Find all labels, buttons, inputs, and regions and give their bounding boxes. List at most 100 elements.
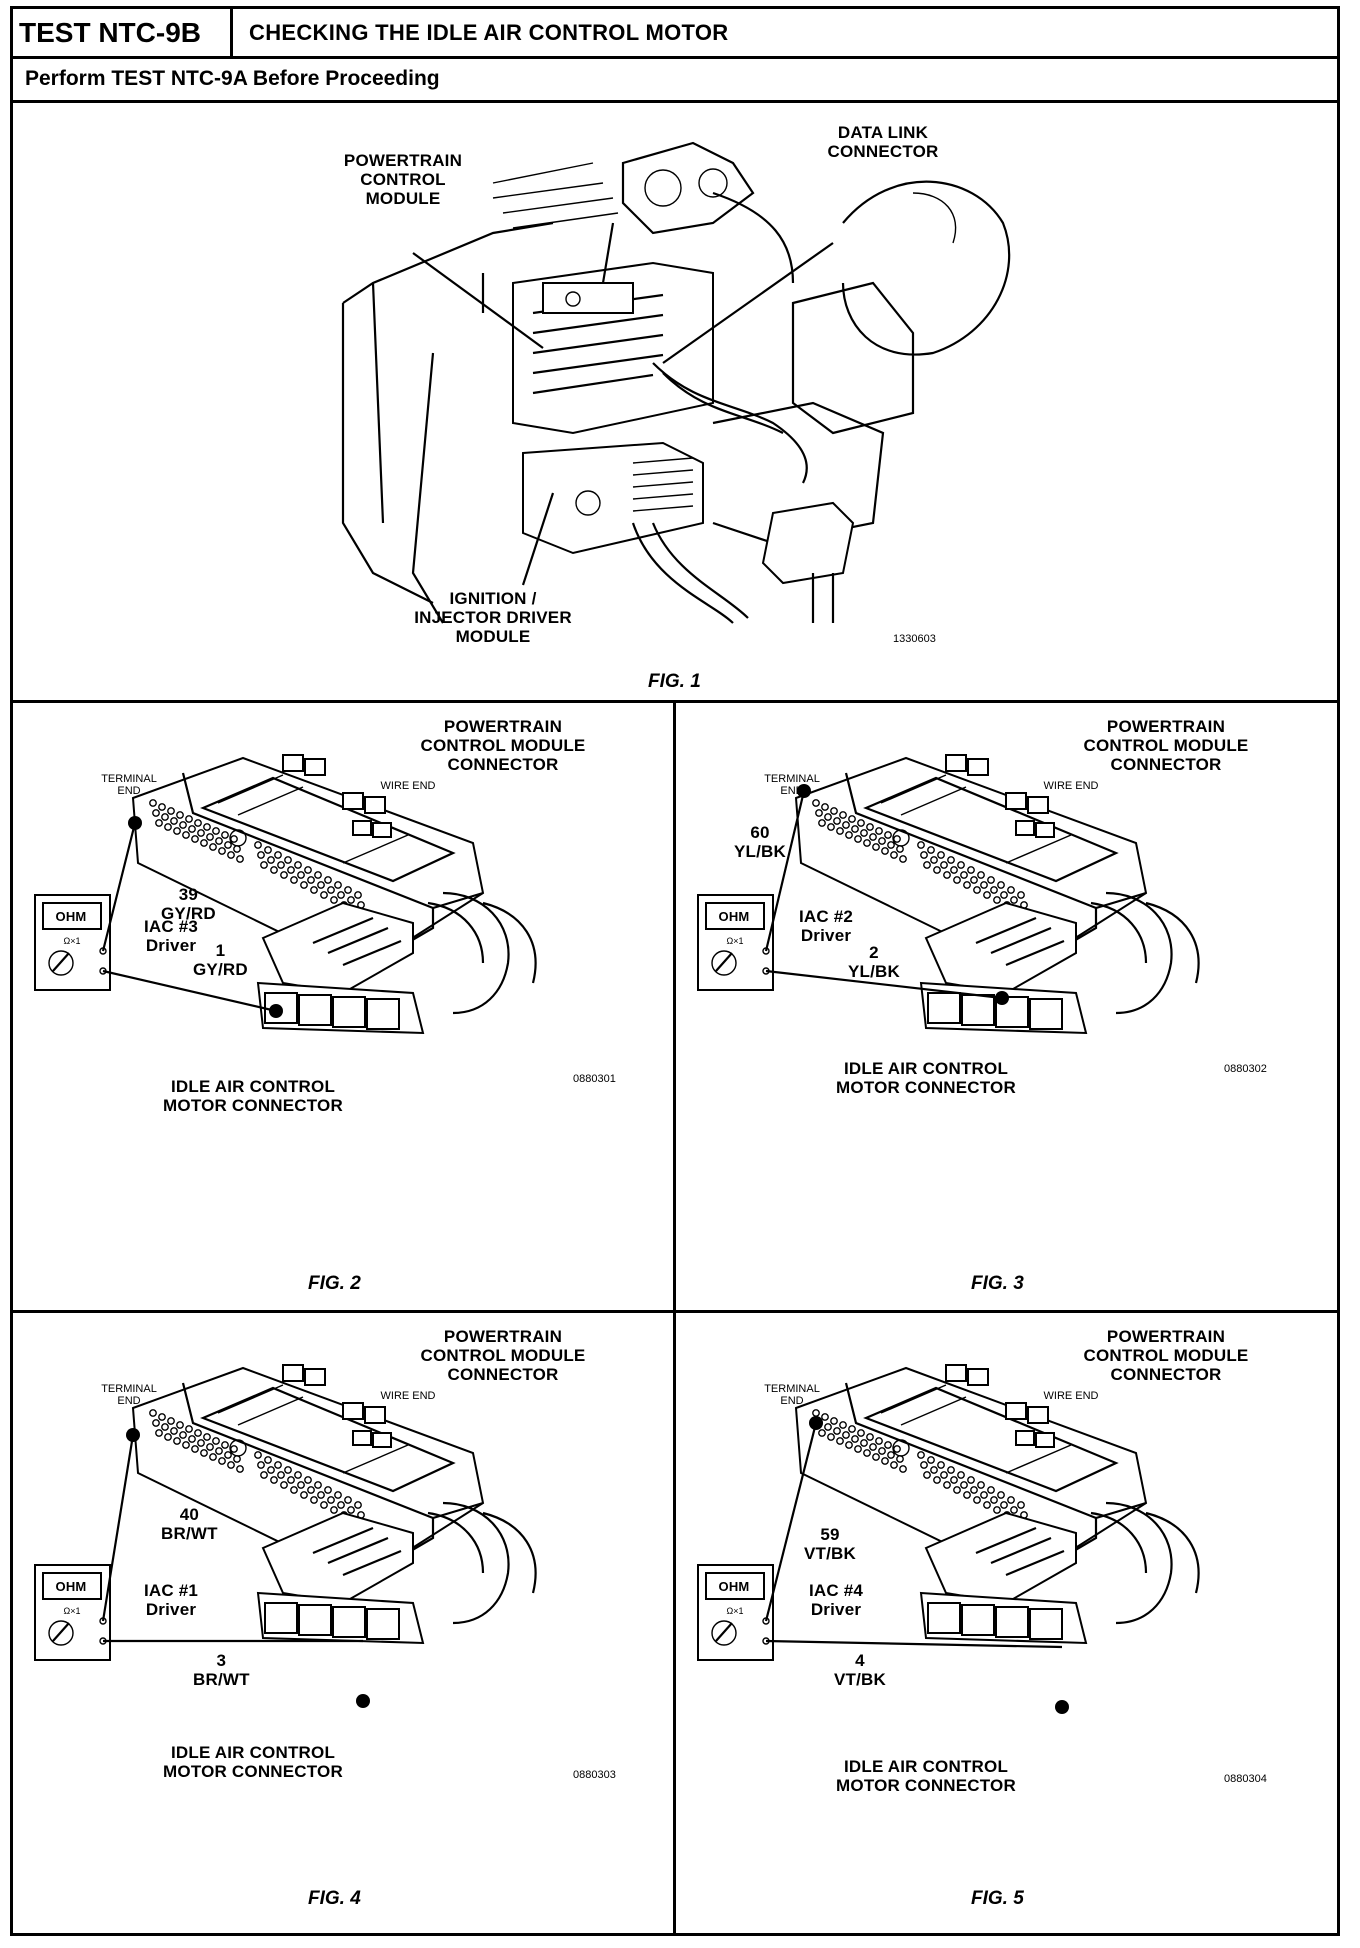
terminal-end-label: TERMINAL END <box>764 1383 820 1407</box>
pcm-pin <box>304 866 312 874</box>
pcm-pin <box>290 1486 298 1494</box>
pcm-pin <box>1007 886 1015 894</box>
pcm-pin <box>206 1443 214 1451</box>
pcm-pin-label: 40 BR/WT <box>161 1505 218 1543</box>
iac-pin-number: 2 <box>869 943 879 962</box>
pcm-pin <box>236 855 244 863</box>
pcm-pin <box>836 1437 844 1445</box>
pcm-connector-label: POWERTRAIN CONTROL MODULE CONNECTOR <box>1083 1327 1249 1384</box>
pcm-pin <box>987 876 995 884</box>
pcm-pin <box>1000 891 1008 899</box>
pcm-pin <box>1010 1506 1018 1514</box>
pcm-pin <box>218 847 226 855</box>
pcm-pin <box>264 1456 272 1464</box>
pcm-pin <box>274 851 282 859</box>
pcm-pin <box>878 1447 886 1455</box>
pcm-pin <box>824 1423 832 1431</box>
pcm-pin <box>320 891 328 899</box>
pcm-pin <box>973 886 981 894</box>
pcm-pin <box>167 807 175 815</box>
pcm-pin <box>1017 1501 1025 1509</box>
pcm-pin <box>866 1433 874 1441</box>
pcm-pin <box>890 851 898 859</box>
pcm-connector-label: POWERTRAIN CONTROL MODULE CONNECTOR <box>420 717 586 774</box>
iac-pin-label: 4 VT/BK <box>834 1651 886 1689</box>
pcm-pin-label: 59 VT/BK <box>804 1525 856 1563</box>
pcm-pin <box>990 1496 998 1504</box>
meter-range-label: Ω×1 <box>726 1606 744 1616</box>
pcm-pin <box>314 871 322 879</box>
pcm-pin <box>170 817 178 825</box>
pcm-pin <box>845 1441 853 1449</box>
pcm-pin-wire: GY/RD <box>161 904 216 923</box>
pcm-pin <box>287 1476 295 1484</box>
pcm-pin <box>1000 1501 1008 1509</box>
engine-bay-illustration <box>341 141 1011 624</box>
figure-code: 0880303 <box>573 1769 616 1781</box>
pcm-connector-label: POWERTRAIN CONTROL MODULE CONNECTOR <box>420 1327 586 1384</box>
pcm-pin <box>857 819 865 827</box>
pcm-pin <box>977 1481 985 1489</box>
pcm-pin <box>164 823 172 831</box>
pcm-pin <box>920 1461 928 1469</box>
probed-iac-pin <box>995 991 1009 1005</box>
pcm-pin <box>267 856 275 864</box>
figure-caption: FIG. 3 <box>971 1273 1024 1294</box>
pcm-pin <box>869 1443 877 1451</box>
meter-lead-to-pcm <box>101 822 137 952</box>
pcm-pin <box>863 839 871 847</box>
pcm-pin <box>953 1486 961 1494</box>
pcm-pin <box>875 1437 883 1445</box>
connector-diagram <box>34 754 537 1035</box>
pcm-pin <box>821 1413 829 1421</box>
pcm-pin <box>264 846 272 854</box>
pcm-pin <box>324 876 332 884</box>
pcm-pin <box>860 1439 868 1447</box>
pcm-pin <box>164 1433 172 1441</box>
pcm-pin-wire: BR/WT <box>161 1524 218 1543</box>
pcm-pin <box>842 821 850 829</box>
meter-range-label: Ω×1 <box>63 936 81 946</box>
pcm-pin <box>176 1421 184 1429</box>
pcm-pin <box>224 841 232 849</box>
iac-pin-label: 1 GY/RD <box>193 941 248 979</box>
pcm-pin <box>815 809 823 817</box>
pcm-pin <box>206 833 214 841</box>
pcm-pin <box>983 891 991 899</box>
pcm-pin <box>197 1439 205 1447</box>
pcm-pin <box>330 896 338 904</box>
pcm-connector-label: POWERTRAIN CONTROL MODULE CONNECTOR <box>1083 717 1249 774</box>
pcm-pin <box>182 1441 190 1449</box>
test-title: CHECKING THE IDLE AIR CONTROL MOTOR <box>249 20 729 45</box>
pcm-pin <box>953 876 961 884</box>
pcm-pin <box>933 866 941 874</box>
pcm-pin <box>347 896 355 904</box>
pcm-pin <box>937 1461 945 1469</box>
pcm-pin <box>209 843 217 851</box>
pcm-pin <box>221 831 229 839</box>
iac-connector-label: IDLE AIR CONTROL MOTOR CONNECTOR <box>836 1059 1016 1097</box>
iac-pin-wire: YL/BK <box>848 962 900 981</box>
data-link-connector-label: DATA LINK CONNECTOR <box>827 123 939 161</box>
pcm-pin <box>347 1506 355 1514</box>
pcm-pin <box>218 1457 226 1465</box>
pcm-pin <box>827 1433 835 1441</box>
pcm-pin <box>294 1471 302 1479</box>
pcm-pin <box>967 1476 975 1484</box>
pcm-pin <box>152 1419 160 1427</box>
figure-code: 0880304 <box>1224 1773 1267 1785</box>
pcm-pin <box>287 866 295 874</box>
pcm-pin <box>334 1491 342 1499</box>
pcm-pin <box>307 876 315 884</box>
pcm-pin-number: 59 <box>820 1525 840 1544</box>
pcm-pin <box>327 1496 335 1504</box>
pcm-pin <box>149 799 157 807</box>
pcm-pin <box>1010 896 1018 904</box>
figure-code: 1330603 <box>893 633 936 645</box>
pcm-pin <box>300 1491 308 1499</box>
pcm-pin <box>839 811 847 819</box>
pcm-pin <box>863 1449 871 1457</box>
meter-lead-to-pcm <box>764 1422 818 1622</box>
pcm-pin <box>197 829 205 837</box>
pcm-pin <box>161 1423 169 1431</box>
